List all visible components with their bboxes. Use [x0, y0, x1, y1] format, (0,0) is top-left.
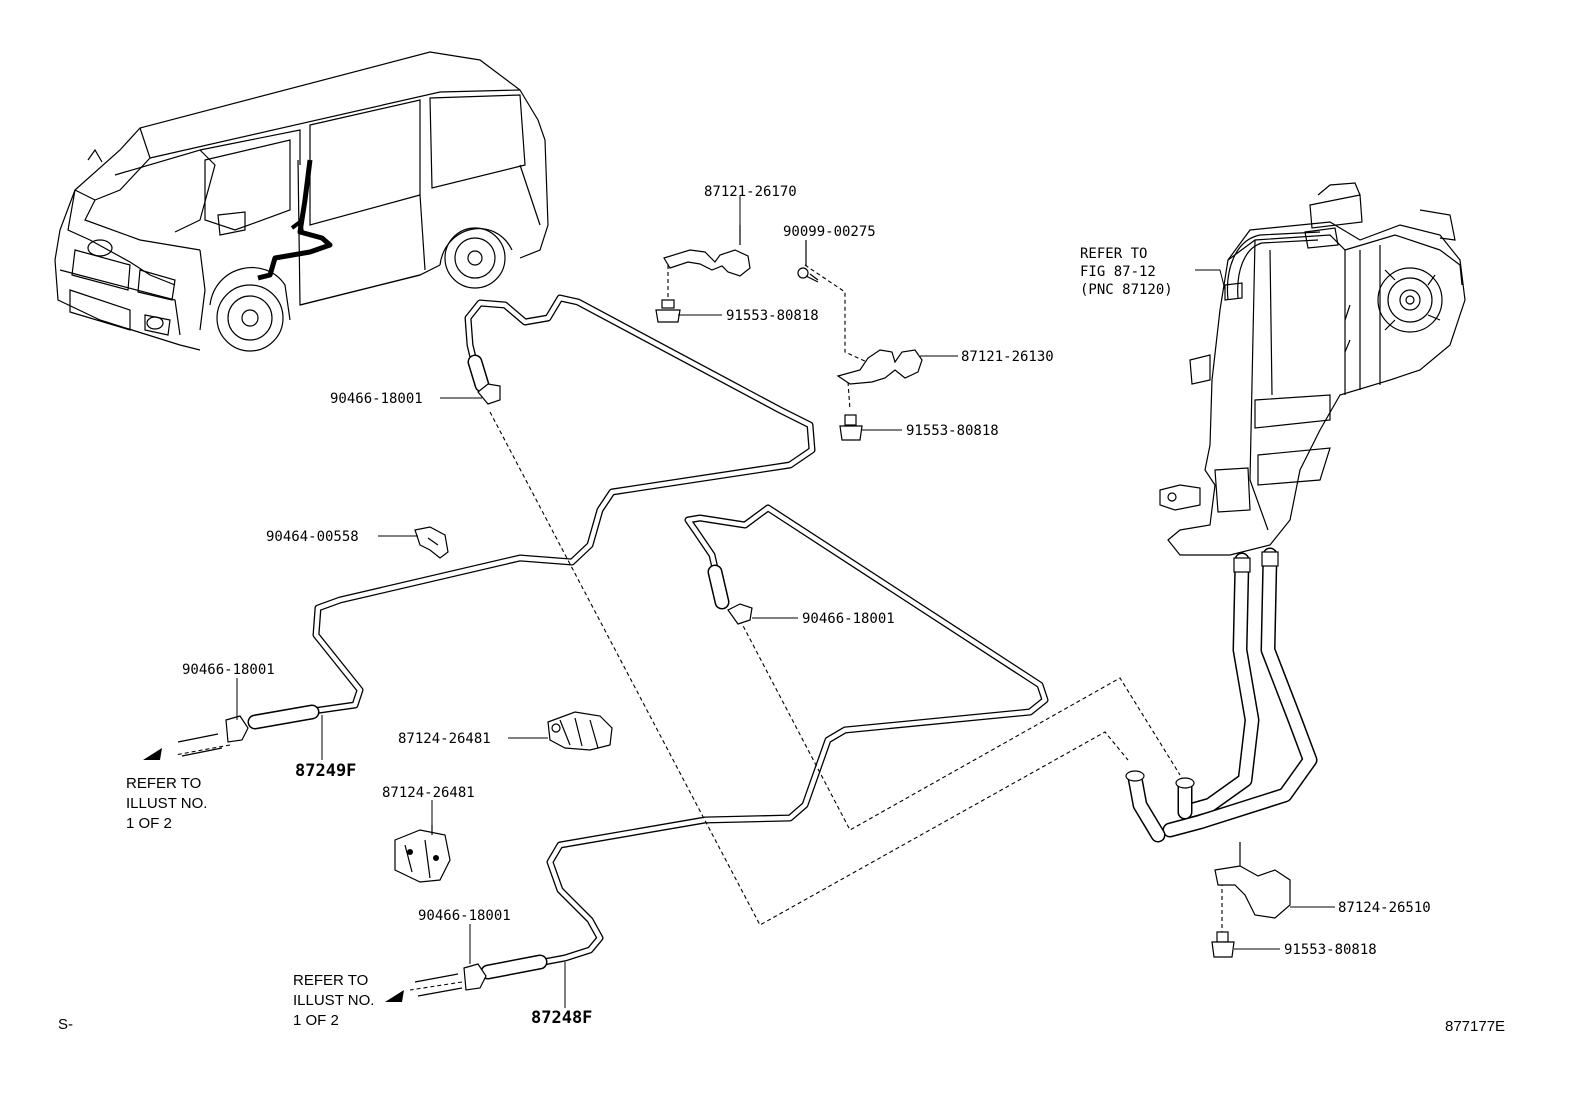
clip-90464-00558: [414, 526, 449, 559]
refer-illust-1-line-2: ILLUST NO.: [126, 795, 207, 812]
pipe-87248f: [480, 504, 1049, 980]
clip-90466-18001-c: [225, 715, 249, 743]
label-87121-26170[interactable]: 87121-26170: [704, 184, 797, 200]
label-87124-26510[interactable]: 87124-26510: [1338, 900, 1431, 916]
clamp-87121-26130: [836, 349, 923, 385]
part-labels: 87121-26170 90099-00275 91553-80818 8712…: [58, 184, 1505, 1035]
label-pipe-87249f[interactable]: 87249F: [295, 761, 356, 781]
refer-fig-line-1: REFER TO: [1080, 246, 1147, 262]
clamp-87121-26170: [663, 225, 751, 277]
leader-lines: [236, 195, 1335, 1008]
footer-left: S-: [58, 1016, 73, 1033]
connection-guides: [174, 264, 1223, 991]
clip-90466-18001-b: [727, 603, 753, 625]
refer-illust-2-line-2: ILLUST NO.: [293, 992, 374, 1009]
bolt-91553-80818-b: [839, 414, 863, 441]
label-90466-18001-d[interactable]: 90466-18001: [418, 908, 511, 924]
label-91553-80818-a[interactable]: 91553-80818: [726, 308, 819, 324]
hose-stub-left-upper: [143, 733, 223, 760]
label-87124-26481-b[interactable]: 87124-26481: [382, 785, 475, 801]
diagram-id: 877177E: [1445, 1018, 1505, 1035]
clamp-87124-26510: [1214, 842, 1291, 919]
refer-illust-2-line-3: 1 OF 2: [293, 1012, 339, 1029]
hose-stub-left-lower: [385, 973, 463, 1002]
van-illustration: [54, 51, 549, 352]
label-87124-26481-a[interactable]: 87124-26481: [398, 731, 491, 747]
label-90466-18001-b[interactable]: 90466-18001: [802, 611, 895, 627]
label-91553-80818-b[interactable]: 91553-80818: [906, 423, 999, 439]
refer-illust-1-line-3: 1 OF 2: [126, 815, 172, 832]
refer-fig-line-2: FIG 87-12: [1080, 264, 1156, 280]
refer-illust-2-line-1: REFER TO: [293, 972, 368, 989]
clip-90466-18001-d: [463, 963, 487, 991]
pipe-87249f: [247, 294, 816, 730]
bolt-91553-80818-a: [655, 299, 681, 323]
label-90464-00558[interactable]: 90464-00558: [266, 529, 359, 545]
label-91553-80818-c[interactable]: 91553-80818: [1284, 942, 1377, 958]
label-90099-00275[interactable]: 90099-00275: [783, 224, 876, 240]
rear-heater-unit: [1125, 182, 1466, 843]
label-90466-18001-a[interactable]: 90466-18001: [330, 391, 423, 407]
bolt-91553-80818-c: [1211, 931, 1235, 958]
holder-87124-26481-b: [394, 825, 451, 883]
label-pipe-87248f[interactable]: 87248F: [531, 1008, 592, 1028]
label-87121-26130[interactable]: 87121-26130: [961, 349, 1054, 365]
screw-90099-00275: [797, 240, 819, 283]
refer-illust-1-line-1: REFER TO: [126, 775, 201, 792]
clip-90466-18001-a: [477, 383, 501, 405]
refer-fig-line-3: (PNC 87120): [1080, 282, 1173, 298]
label-90466-18001-c[interactable]: 90466-18001: [182, 662, 275, 678]
holder-87124-26481-a: [547, 711, 613, 751]
